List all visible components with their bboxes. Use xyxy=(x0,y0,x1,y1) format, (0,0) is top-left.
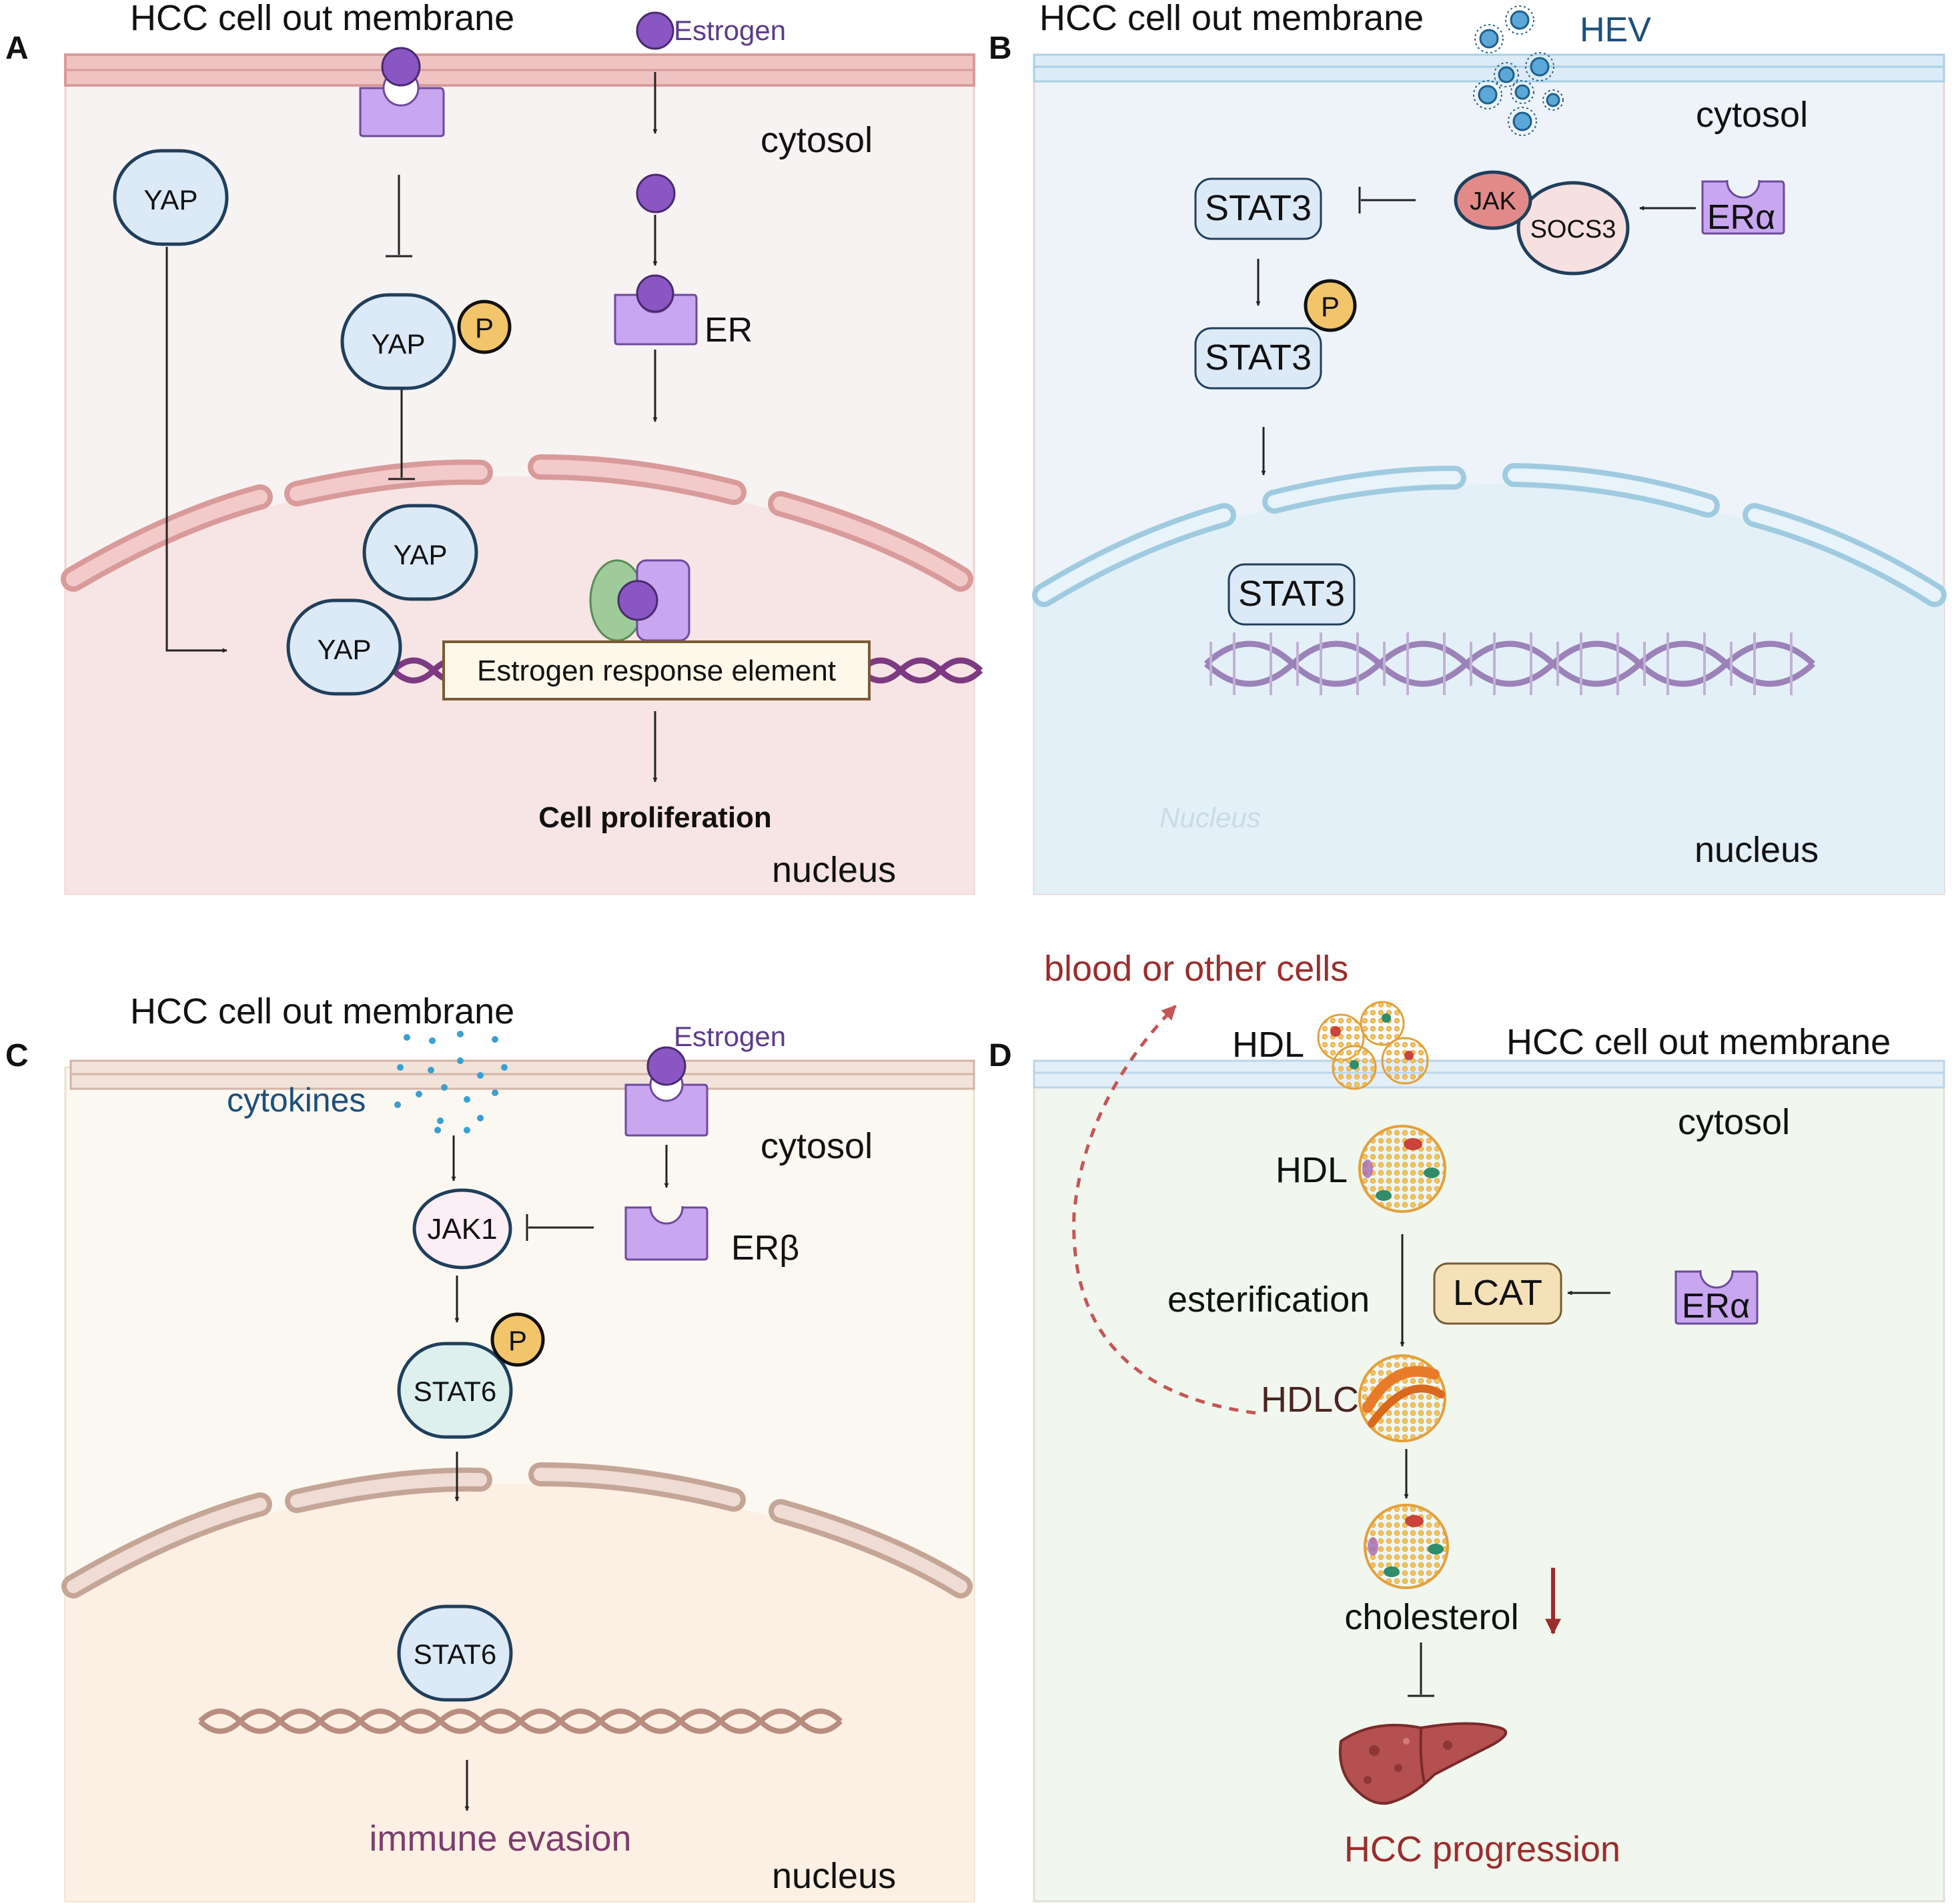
jak1-label: JAK1 xyxy=(427,1213,497,1246)
panel-a-phospho-label: P xyxy=(475,312,494,344)
cytokines-label: cytokines xyxy=(227,1081,366,1119)
panel-b-dna-helix-icon xyxy=(1203,632,1816,695)
panel-a-nuclear-envelope xyxy=(61,454,973,592)
esterification-label: esterification xyxy=(1167,1280,1370,1320)
hdl-particle-icon xyxy=(1358,1125,1446,1213)
panel-c: C HCC cell out membrane Estrogen cytokin… xyxy=(5,991,975,1903)
er-complex-icon xyxy=(589,559,690,642)
panel-c-nucleus-label: nucleus xyxy=(772,1856,896,1896)
panel-b-outer-membrane xyxy=(1033,53,1945,83)
panel-b-nucleus-label: nucleus xyxy=(1694,830,1819,870)
panel-b-phospho-badge-icon xyxy=(1304,279,1357,332)
estrogen-receptor-icon xyxy=(614,274,698,346)
stat3-top-label: STAT3 xyxy=(1205,188,1312,228)
yap-bound-label: YAP xyxy=(318,634,372,665)
jak-label: JAK xyxy=(1470,187,1516,215)
cholesterol-label: cholesterol xyxy=(1344,1597,1518,1637)
panel-d-blood-label: blood or other cells xyxy=(1044,949,1348,989)
socs3-node xyxy=(1516,181,1630,276)
panel-d-membrane-label: HCC cell out membrane xyxy=(1506,1022,1891,1062)
hdl-cluster-icon xyxy=(1317,1001,1429,1090)
stat6-phospho-label: STAT6 xyxy=(414,1376,496,1407)
panel-a: A HCC cell out membrane Estrogen cytosol… xyxy=(5,0,983,895)
panel-d-hdl-label: HDL xyxy=(1276,1150,1348,1190)
stat6-node-nuclear xyxy=(397,1604,513,1702)
panel-c-phospho-badge-icon xyxy=(490,1312,545,1367)
panel-a-cytosol-label: cytosol xyxy=(761,120,873,160)
panel-c-phospho-label: P xyxy=(508,1325,527,1356)
panel-d-hdl-label-top: HDL xyxy=(1232,1025,1304,1065)
jak-node xyxy=(1454,170,1532,230)
yap-node-bound xyxy=(286,598,402,696)
panel-a-estrogen-label: Estrogen xyxy=(674,15,786,46)
panel-a-membrane-label: HCC cell out membrane xyxy=(130,0,514,38)
panel-d-cytosol-background xyxy=(1033,1066,1945,1903)
panel-d-cytosol-label: cytosol xyxy=(1678,1102,1790,1142)
yap-node-nuclear xyxy=(362,504,478,601)
panel-b-nucleus-watermark: Nucleus xyxy=(1159,802,1261,833)
yap-left-label: YAP xyxy=(144,184,198,215)
panel-d-outcome-label: HCC progression xyxy=(1344,1829,1620,1869)
cytokines-icon xyxy=(394,1031,508,1133)
panel-d-letter: D xyxy=(989,1038,1012,1073)
membrane-receptor-icon xyxy=(359,47,445,137)
yap-to-nucleus-arrow xyxy=(165,247,227,653)
panel-c-membrane-receptor-icon xyxy=(624,1046,708,1137)
ere-label: Estrogen response element xyxy=(477,654,836,687)
panel-a-letter: A xyxy=(5,31,29,66)
hdlc-export-dashed-arrow xyxy=(1072,1005,1256,1415)
stat6-node-phospho xyxy=(397,1342,513,1439)
panel-d-era-label: ERα xyxy=(1682,1287,1750,1326)
panel-b-era-label: ERα xyxy=(1707,198,1775,237)
stat3-node-nuclear xyxy=(1228,563,1356,626)
estrogen-ligand-icon xyxy=(636,11,674,50)
estrogen-ligand-icon-2 xyxy=(636,173,676,213)
panel-c-nuclear-envelope xyxy=(61,1462,973,1598)
panel-c-membrane-label: HCC cell out membrane xyxy=(130,991,514,1031)
yap-phospho-label: YAP xyxy=(372,328,426,360)
socs3-label: SOCS3 xyxy=(1530,215,1616,244)
panel-b-cytosol-label: cytosol xyxy=(1696,95,1808,135)
stat3-node-top xyxy=(1194,177,1322,240)
yap-node-phospho xyxy=(340,293,456,390)
panel-c-outcome-label: immune evasion xyxy=(369,1819,631,1859)
panel-c-dna-helix-icon xyxy=(198,1709,843,1734)
panel-d-outer-membrane xyxy=(1033,1059,1945,1089)
jak1-node xyxy=(412,1188,512,1270)
panel-a-nucleus-label: nucleus xyxy=(772,850,896,890)
panel-a-outcome-label: Cell proliferation xyxy=(538,801,772,834)
panel-b-phospho-label: P xyxy=(1321,291,1340,322)
panel-b-era-receptor-icon xyxy=(1701,164,1785,235)
panel-c-cytosol-label: cytosol xyxy=(761,1126,873,1166)
lcat-node xyxy=(1433,1262,1562,1325)
panel-a-er-label: ER xyxy=(704,311,753,350)
stat3-node-mid xyxy=(1194,327,1322,390)
panel-c-letter: C xyxy=(5,1038,29,1073)
cholesterol-particle-icon xyxy=(1364,1504,1449,1589)
hdlc-particle-icon xyxy=(1358,1354,1446,1442)
panel-b: B HCC cell out membrane HEV cytosol STAT… xyxy=(989,0,1947,895)
panel-c-nucleus-area xyxy=(65,1484,974,1901)
panel-b-virus-label: HEV xyxy=(1580,11,1651,49)
panel-b-membrane-label: HCC cell out membrane xyxy=(1039,0,1424,38)
hev-virus-icon xyxy=(1478,10,1560,131)
panel-d: D blood or other cells HDL HCC cell out … xyxy=(989,949,1945,1903)
phospho-badge-icon xyxy=(457,300,512,354)
hdlc-label: HDLC xyxy=(1261,1380,1359,1420)
yap-node-left xyxy=(113,149,229,246)
liver-icon xyxy=(1338,1722,1508,1805)
stat3-nuclear-label: STAT3 xyxy=(1238,574,1345,614)
stat3-mid-label: STAT3 xyxy=(1205,338,1312,378)
yap-nuclear-label: YAP xyxy=(394,539,448,570)
panel-d-era-receptor-icon xyxy=(1674,1254,1759,1325)
panel-b-letter: B xyxy=(989,31,1012,66)
panel-c-erb-label: ERβ xyxy=(731,1229,799,1268)
panel-b-nuclear-envelope xyxy=(1032,463,1947,607)
estrogen-response-element-box xyxy=(442,640,871,700)
stat6-nuclear-label: STAT6 xyxy=(414,1638,496,1670)
panel-c-estrogen-label: Estrogen xyxy=(674,1021,786,1052)
erb-receptor-icon xyxy=(624,1190,708,1261)
lcat-label: LCAT xyxy=(1453,1273,1542,1313)
